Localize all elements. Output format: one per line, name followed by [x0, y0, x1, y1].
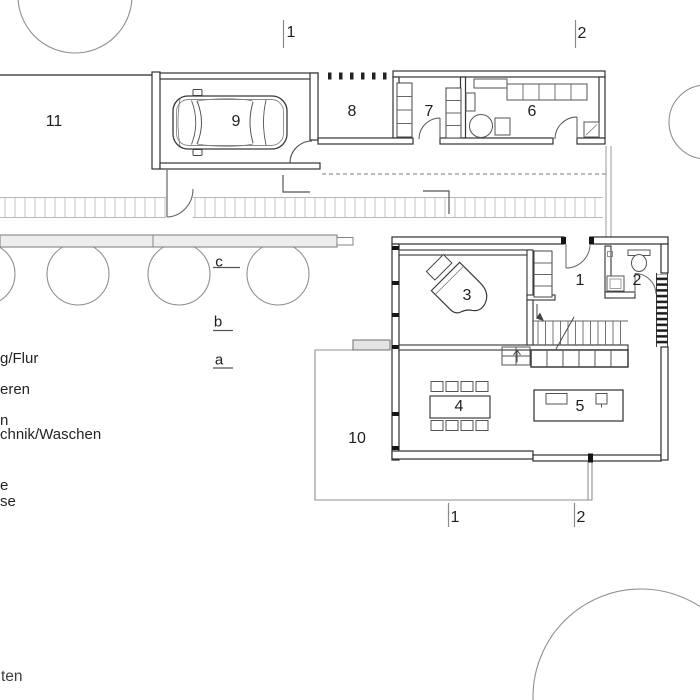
room-label-2: 2	[632, 272, 642, 289]
toilet-bowl	[631, 254, 647, 272]
room-label-5: 5	[575, 398, 585, 415]
paving-hatch	[0, 197, 603, 218]
grand-piano-icon	[425, 253, 488, 314]
chair	[460, 381, 474, 392]
section-marker-1-bottom: 1	[450, 509, 460, 526]
terrace	[314, 339, 593, 501]
room-label-3: 3	[462, 287, 472, 304]
piano-bench	[425, 253, 453, 281]
tree-icon	[668, 84, 700, 160]
room-label-8: 8	[347, 103, 357, 120]
section-marker-2-bottom: 2	[576, 509, 586, 526]
legend-fragment: e	[0, 477, 9, 494]
site-lines	[0, 20, 612, 527]
tree-icon	[17, 0, 133, 54]
room6-furniture	[465, 78, 600, 138]
section-marker-1-top: 1	[286, 24, 296, 41]
legend-fragment: n	[0, 412, 9, 429]
room-label-7: 7	[424, 103, 434, 120]
slatted-screen	[656, 273, 668, 347]
stair-direction-arrow	[536, 312, 544, 321]
room-label-11: 11	[45, 113, 63, 130]
legend-fragment: eren	[0, 381, 31, 398]
garage	[151, 71, 321, 170]
legend-fragment: chnik/Waschen	[0, 426, 102, 443]
room-label-10: 10	[348, 430, 366, 447]
detail-marker-a: a	[214, 351, 224, 369]
chair	[475, 381, 489, 392]
room-label-6: 6	[527, 103, 537, 120]
entry-door-arc	[565, 243, 591, 269]
sink	[606, 275, 625, 292]
entry-step	[501, 346, 531, 366]
legend-fragment: g/Flur	[0, 350, 39, 367]
louver-dashes	[328, 72, 387, 80]
section-marker-lines	[282, 20, 577, 527]
tree-icon	[46, 242, 110, 306]
stairs	[533, 304, 628, 350]
tree-icon	[532, 588, 700, 700]
stair-cabinet	[530, 349, 629, 368]
kitchen-island	[533, 389, 624, 422]
kitchen-sink	[545, 393, 568, 405]
terrace-step	[352, 339, 391, 351]
wc-door-arc	[634, 273, 657, 295]
dining-table	[429, 395, 491, 419]
section-marker-2-top: 2	[577, 25, 587, 42]
wall-posts	[392, 237, 594, 463]
chair	[445, 381, 459, 392]
detail-marker-c: c	[215, 253, 223, 271]
chair	[430, 381, 444, 392]
hall-shelves	[533, 250, 553, 298]
tree-icon	[147, 242, 211, 306]
garage-door-arc	[289, 140, 313, 164]
room-label-1: 1	[575, 272, 585, 289]
dining-set	[429, 381, 491, 431]
caption-fragment: ten	[1, 668, 23, 685]
closets	[396, 82, 462, 139]
detail-marker-lines	[213, 266, 240, 369]
chair	[460, 420, 474, 431]
annex-doors	[418, 116, 578, 140]
walkway-door-arc	[166, 188, 194, 218]
stool	[494, 117, 511, 136]
garden-wall	[0, 234, 338, 248]
cooktop	[595, 393, 608, 405]
car-mirror	[192, 149, 203, 156]
chair	[445, 420, 459, 431]
car-icon	[172, 89, 288, 156]
wc-room	[604, 245, 657, 299]
chair	[430, 420, 444, 431]
annex-building	[317, 70, 606, 145]
room-label-9: 9	[231, 113, 241, 130]
legend-fragment: se	[0, 493, 16, 510]
tree-icon	[0, 246, 16, 302]
chair	[475, 420, 489, 431]
tree-icon	[246, 242, 310, 306]
round-table	[469, 114, 493, 138]
car-mirror	[192, 89, 203, 96]
main-house	[391, 236, 669, 463]
room-label-4: 4	[454, 398, 464, 415]
detail-marker-b: b	[213, 313, 223, 331]
